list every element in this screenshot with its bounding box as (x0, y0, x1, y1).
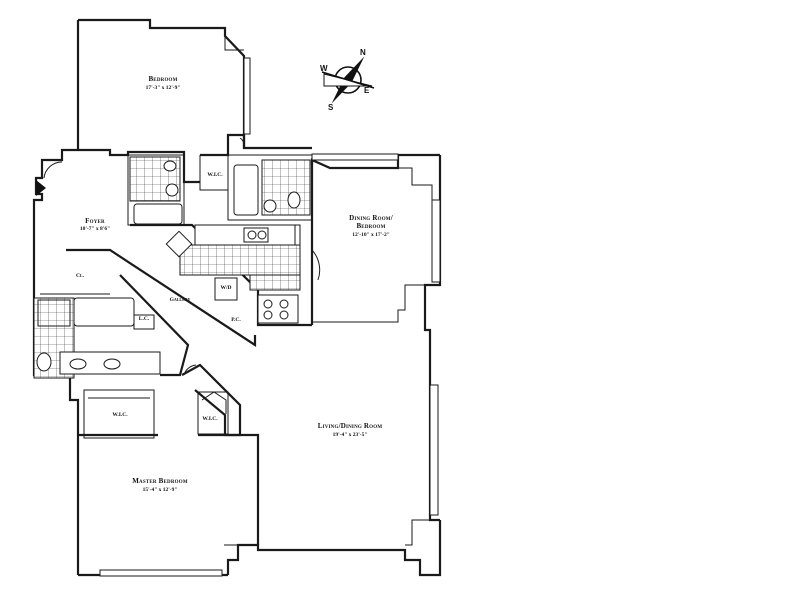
dining-label-line2: Bedroom (356, 222, 386, 230)
compass-east-label: E (364, 86, 370, 95)
closet-label: Cl. (75, 273, 84, 279)
dining-label-line1: Dining Room/ (349, 214, 393, 222)
bedroom-label: Bedroom (148, 75, 178, 83)
linen-closet-label: L.C. (138, 316, 150, 322)
living-dims: 19'-4" x 23'-5" (332, 432, 368, 438)
wic-right-label: W.I.C. (202, 416, 218, 422)
wic-left-label: W.I.C. (112, 412, 128, 418)
living-label: Living/Dining Room (317, 422, 383, 430)
foyer-label: Foyer (85, 217, 105, 225)
gallery-label: Gallery (169, 297, 191, 303)
compass-west-label: W (320, 64, 328, 73)
pantry-closet-label: P.C. (231, 317, 241, 323)
master-bedroom-label: Master Bedroom (132, 477, 188, 485)
bedroom-dims: 17'-3" x 12'-9" (145, 85, 181, 91)
washer-dryer-label: W/D (220, 285, 232, 291)
interior-walls (33, 133, 321, 545)
compass-north-label: N (360, 48, 366, 57)
wic-top-label: W.I.C. (207, 172, 223, 178)
compass-south-label: S (328, 103, 334, 112)
entry-arrow-icon (36, 180, 46, 196)
master-bedroom-dims: 15'-4" x 12'-9" (142, 487, 178, 493)
compass-icon (321, 56, 375, 104)
dining-dims: 12'-10" x 17'-2" (352, 232, 390, 238)
foyer-dims: 10'-7" x 8'6" (79, 226, 111, 232)
